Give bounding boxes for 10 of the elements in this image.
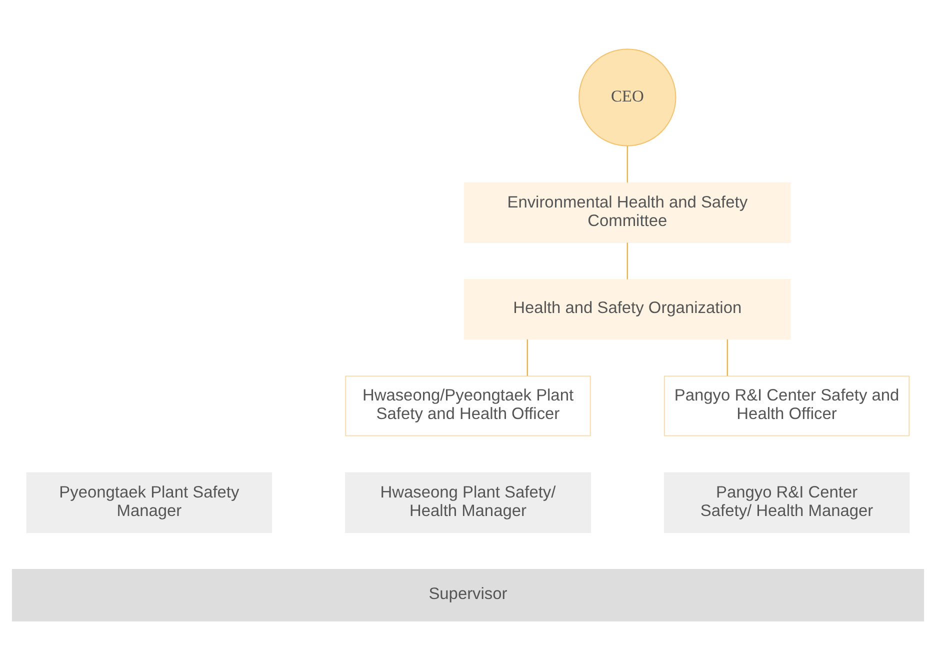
node-box: Supervisor <box>12 568 924 621</box>
node-box: Hwaseong/Pyeongtaek Plant Safety and Health Officer <box>345 375 591 436</box>
node-circle: CEO <box>578 48 676 146</box>
connector <box>626 145 628 182</box>
node-box: Pangyo R&I Center Safety and Health Officer <box>664 375 910 436</box>
connector <box>526 338 528 376</box>
node-box: Environmental Health and Safety Committee <box>464 182 791 242</box>
connector <box>726 338 728 376</box>
node-box: Health and Safety Organization <box>464 278 791 340</box>
connector <box>626 242 628 279</box>
